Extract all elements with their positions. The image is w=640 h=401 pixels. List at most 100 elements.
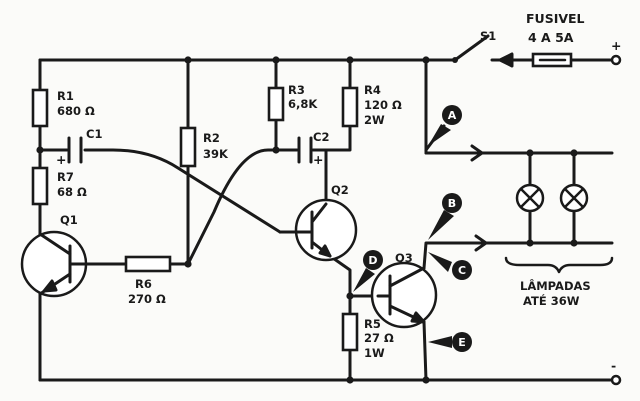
junction-dot xyxy=(570,239,578,247)
lamp-lower-line xyxy=(422,241,614,270)
transistor-q3-envelope xyxy=(370,261,438,329)
terminal-minus-label: - xyxy=(611,358,616,373)
switch-pivot xyxy=(452,57,458,63)
junction-dot xyxy=(272,146,280,154)
marker-c-pointer xyxy=(428,252,452,272)
arrow-lower-line xyxy=(466,234,488,252)
marker-b-label: B xyxy=(448,197,456,210)
terminal-minus: - xyxy=(610,358,622,386)
lamps-brace-line xyxy=(504,256,614,274)
capacitor-c2-name: C2 xyxy=(313,130,329,144)
switch-s1-label: S1 xyxy=(480,29,496,43)
resistor-r1-value: 680 Ω xyxy=(57,104,95,118)
signal-arrows xyxy=(462,144,488,252)
capacitor-c1-polarity: + xyxy=(56,152,66,167)
transistor-q3: Q3 xyxy=(370,251,438,329)
marker-c: C xyxy=(428,252,472,280)
transistor-q2-name: Q2 xyxy=(331,183,349,197)
resistor-r7-body xyxy=(31,166,49,206)
resistor-r6: R6 270 Ω xyxy=(124,255,172,306)
resistor-r5: R5 27 Ω 1W xyxy=(341,312,394,360)
resistor-r2-value: 39K xyxy=(203,147,229,161)
marker-a-bubble xyxy=(442,105,462,125)
lamp-2 xyxy=(559,183,589,213)
marker-e-bubble xyxy=(452,332,472,352)
marker-e-pointer xyxy=(428,336,452,348)
marker-d-pointer xyxy=(353,268,375,292)
lamp-1-filament xyxy=(519,187,541,209)
resistor-r4-name: R4 xyxy=(364,83,381,97)
capacitor-c1-name: C1 xyxy=(86,127,102,141)
q3-emitter-wire xyxy=(422,320,428,382)
resistor-r3-body xyxy=(267,86,285,122)
marker-b-bubble xyxy=(442,193,462,213)
resistor-r2-body xyxy=(179,126,197,168)
resistor-r4: R4 120 Ω 2W xyxy=(341,83,402,128)
switch-s1-blade xyxy=(453,34,490,62)
c1-to-q2-base-wire xyxy=(83,148,282,234)
node-to-c2-wire xyxy=(186,148,299,266)
lamps-brace: LÂMPADAS ATÉ 36W xyxy=(504,256,614,308)
terminal-minus-circle xyxy=(610,374,622,386)
resistor-r3: R3 6,8K xyxy=(267,83,318,122)
resistor-r7: R7 68 Ω xyxy=(31,166,87,206)
junction-dot xyxy=(184,56,192,64)
resistor-r6-value: 270 Ω xyxy=(128,292,166,306)
lamp-1 xyxy=(515,183,545,213)
resistor-r7-name: R7 xyxy=(57,170,74,184)
marker-c-bubble xyxy=(452,260,472,280)
resistor-r3-value: 6,8K xyxy=(288,97,318,111)
junction-dot xyxy=(272,56,280,64)
resistor-r5-value: 27 Ω xyxy=(364,331,394,345)
marker-b-pointer xyxy=(428,210,454,240)
transistor-q2: Q2 xyxy=(278,183,358,262)
resistor-r3-name: R3 xyxy=(288,83,305,97)
junction-dot xyxy=(346,292,354,300)
fuse: FUSIVEL 4 A 5A xyxy=(498,11,585,68)
capacitor-c2: C2 + xyxy=(297,130,329,167)
transistor-q1-arrow xyxy=(42,279,58,293)
junction-dot xyxy=(422,56,430,64)
terminal-plus: + xyxy=(610,38,621,66)
junction-dot xyxy=(36,146,44,154)
resistor-r4-body xyxy=(341,86,359,128)
lamp-2-filament xyxy=(563,187,585,209)
resistor-r4-value: 120 Ω xyxy=(364,98,402,112)
marker-a: A xyxy=(424,105,462,152)
resistor-r4-power: 2W xyxy=(364,113,385,127)
transistor-q1: Q1 xyxy=(20,213,90,298)
junction-dot xyxy=(526,149,534,157)
junction-dot xyxy=(526,239,534,247)
resistor-r5-power: 1W xyxy=(364,346,385,360)
marker-b: B xyxy=(428,193,462,240)
terminal-plus-label: + xyxy=(611,38,621,53)
marker-e-label: E xyxy=(458,336,466,349)
junction-dot xyxy=(346,56,354,64)
junction-dot xyxy=(346,376,354,384)
junction-dot xyxy=(422,376,430,384)
resistor-r6-name: R6 xyxy=(135,277,152,291)
resistor-r1: R1 680 Ω xyxy=(31,88,95,128)
transistor-q1-name: Q1 xyxy=(60,213,78,227)
r4-bottom-wire xyxy=(324,124,352,152)
resistor-r7-value: 68 Ω xyxy=(57,185,87,199)
marker-d-bubble xyxy=(363,250,383,270)
marker-c-label: C xyxy=(458,264,466,277)
transistor-q3-arrow xyxy=(410,311,426,324)
input-arrow xyxy=(498,52,514,68)
fuse-title: FUSIVEL xyxy=(526,11,585,26)
marker-d: D xyxy=(353,250,383,292)
transistor-q3-collector xyxy=(388,266,426,288)
junction-dot xyxy=(570,149,578,157)
dashed-extensions xyxy=(590,151,608,245)
resistor-r1-body xyxy=(31,88,49,128)
lamps-label-line1: LÂMPADAS xyxy=(520,278,591,293)
q2-emitter-wire xyxy=(328,254,352,298)
resistor-r5-body xyxy=(341,312,359,352)
resistor-r2-name: R2 xyxy=(203,131,220,145)
transistor-q1-collector xyxy=(38,232,72,256)
arrow-upper-line xyxy=(462,144,484,162)
transistor-q2-collector xyxy=(310,202,328,224)
